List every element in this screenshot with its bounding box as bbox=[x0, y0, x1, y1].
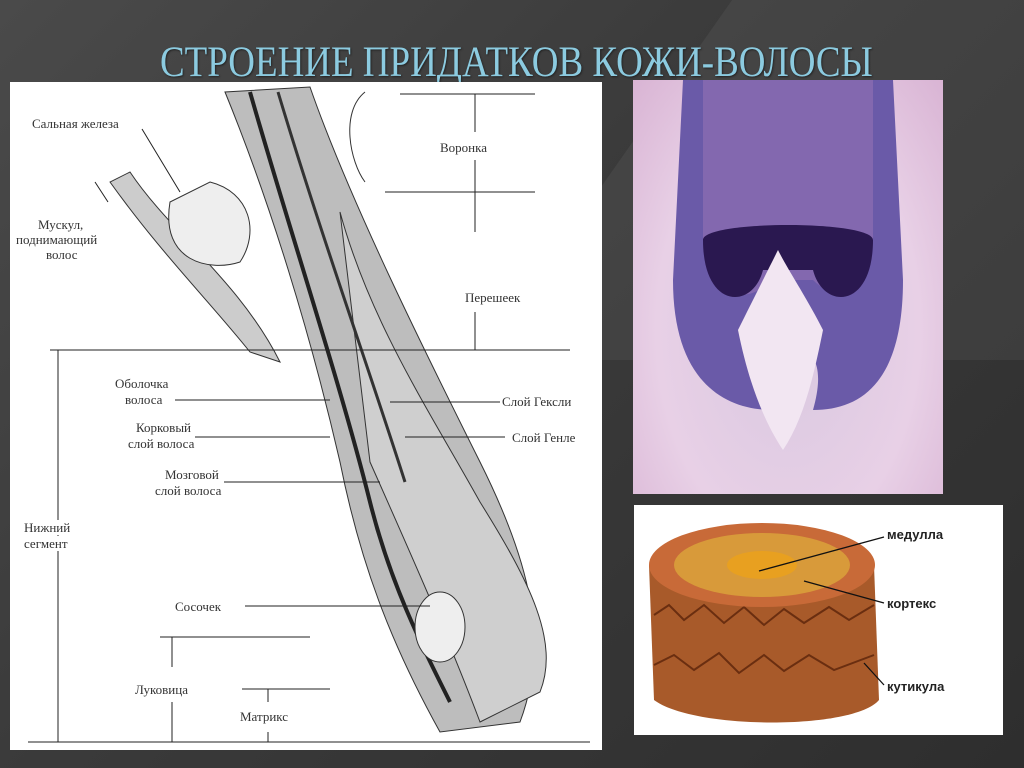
label-muscle-line1: Мускул, bbox=[38, 217, 84, 232]
label-huxley-layer: Слой Гексли bbox=[502, 394, 572, 409]
label-muscle-line3: волос bbox=[46, 247, 78, 262]
label-cuticle: кутикула bbox=[887, 679, 945, 694]
label-cortex-line1: Корковый bbox=[136, 420, 192, 435]
label-lower-segment-line2: сегмент bbox=[24, 536, 68, 551]
label-sebaceous-gland: Сальная железа bbox=[32, 116, 119, 131]
hair-shaft-drawing bbox=[649, 523, 885, 723]
hair-shaft-model: медулла кортекс кутикула bbox=[634, 505, 1003, 735]
label-infundibulum: Воронка bbox=[440, 140, 488, 155]
label-sheath-line1: Оболочка bbox=[115, 376, 169, 391]
label-bulb: Луковица bbox=[135, 682, 188, 697]
follicle-drawing bbox=[28, 86, 590, 743]
histology-drawing bbox=[673, 80, 903, 450]
label-isthmus: Перешеек bbox=[465, 290, 521, 305]
label-papilla: Сосочек bbox=[175, 599, 222, 614]
label-cortex: кортекс bbox=[887, 596, 937, 611]
label-cortex-line2: слой волоса bbox=[128, 436, 195, 451]
label-medulla-line1: Мозговой bbox=[165, 467, 219, 482]
slide-title: СТРОЕНИЕ ПРИДАТКОВ КОЖИ-ВОЛОСЫ bbox=[160, 39, 873, 86]
label-muscle-line2: поднимающий bbox=[16, 232, 98, 247]
label-sheath-line2: волоса bbox=[125, 392, 163, 407]
label-henle-layer: Слой Генле bbox=[512, 430, 576, 445]
label-matrix: Матрикс bbox=[240, 709, 289, 724]
label-lower-segment-line1: Нижний bbox=[24, 520, 71, 535]
label-medulla: медулла bbox=[887, 527, 944, 542]
hair-follicle-diagram: Сальная железа Мускул, поднимающий волос… bbox=[10, 82, 602, 750]
label-medulla-line2: слой волоса bbox=[155, 483, 222, 498]
histology-micrograph bbox=[633, 80, 943, 494]
